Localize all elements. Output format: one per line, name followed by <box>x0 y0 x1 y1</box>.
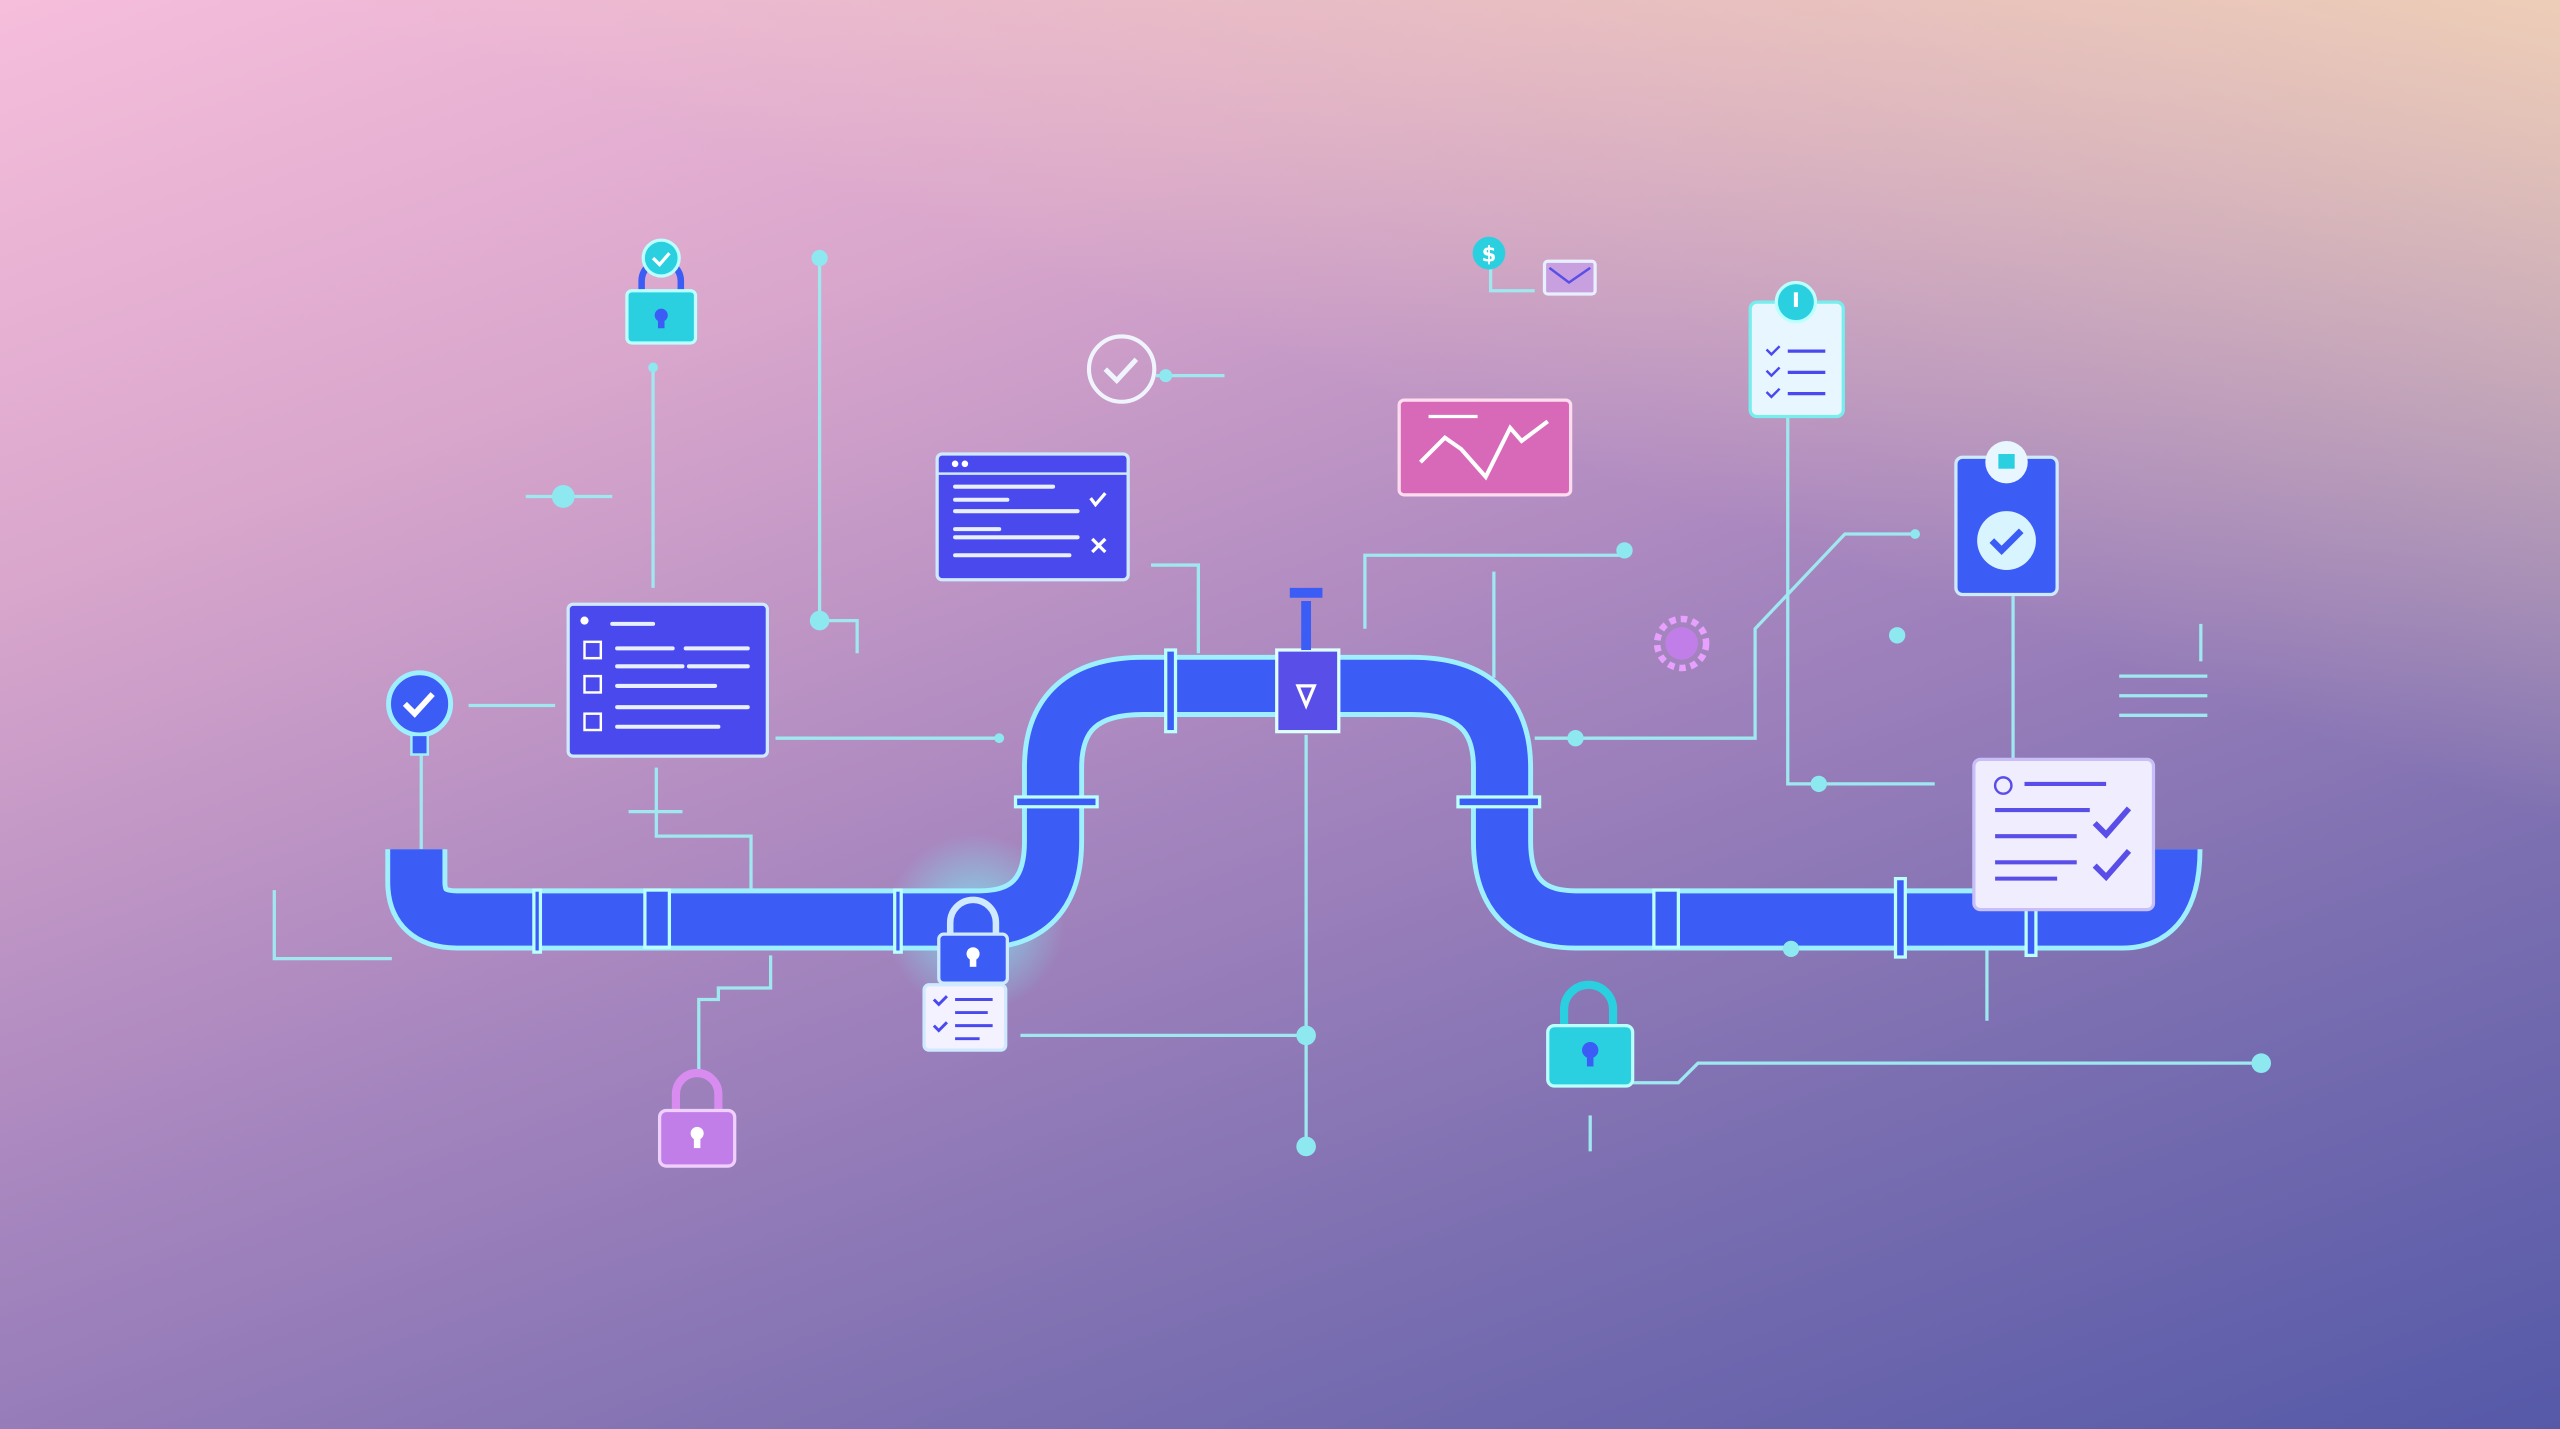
lock-icon <box>1546 980 1635 1088</box>
connector-lines <box>272 249 2272 1157</box>
gear-icon <box>1653 615 1710 672</box>
line-chart-icon <box>1397 398 1573 497</box>
lock-icon <box>657 1068 737 1168</box>
approval-card <box>1954 440 2059 597</box>
document-icon <box>935 452 1130 582</box>
svg-text:$: $ <box>1482 242 1497 267</box>
review-document <box>1972 757 2156 912</box>
lock-icon <box>937 896 1009 985</box>
dollar-icon: $ <box>1472 236 1506 270</box>
small-checklist <box>922 983 1008 1052</box>
pipeline <box>385 587 2203 1013</box>
checkmark-icon <box>386 670 454 756</box>
checkmark-icon <box>1086 334 1157 404</box>
lock-icon <box>625 238 698 345</box>
mail-icon <box>1542 259 1597 296</box>
checklist-icon <box>1748 280 1845 419</box>
valve-icon <box>1275 587 1341 734</box>
checklist-card <box>566 602 769 758</box>
